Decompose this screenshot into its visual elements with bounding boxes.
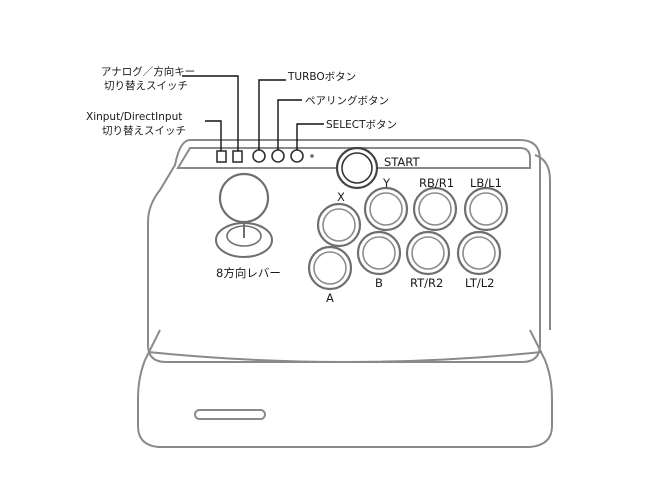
leader-analog-dpad [182,75,239,151]
label-x: X [337,190,345,204]
label-rt-r2: RT/R2 [410,276,443,290]
controller-body [137,139,553,448]
button-rt-r2[interactable] [405,230,451,276]
label-a: A [326,291,334,305]
callout-analog-dpad-line1: アナログ／方向キー [101,65,195,78]
button-x[interactable] [316,202,362,248]
label-b: B [375,276,383,290]
button-y[interactable] [363,186,409,232]
turbo-button[interactable] [252,149,266,163]
callout-pairing: ペアリングボタン [305,94,389,107]
function-strip-panel [176,147,531,169]
start-button[interactable] [335,146,379,190]
base-shelf-line [147,351,543,363]
button-lt-l2[interactable] [456,230,502,276]
button-b[interactable] [356,230,402,276]
label-lb-l1: LB/L1 [470,176,502,190]
callout-lines [182,75,324,151]
indicator-dot [310,154,314,158]
label-start: START [384,155,420,169]
xinput-dinput-switch[interactable] [216,150,227,163]
front-slot [194,409,266,420]
analog-dpad-switch[interactable] [232,150,243,163]
callout-select: SELECTボタン [326,119,397,131]
pairing-button[interactable] [271,149,285,163]
select-button[interactable] [290,149,304,163]
button-a[interactable] [307,245,353,291]
leader-pairing [277,99,302,150]
leader-xinput [205,120,222,151]
callout-xinput-line2: 切り替えスイッチ [102,124,186,137]
callout-xinput-line1: Xinput/DirectInput [86,111,182,123]
joystick[interactable] [215,172,273,258]
label-stick: 8方向レバー [216,266,281,280]
leader-turbo [258,79,286,150]
label-lt-l2: LT/L2 [465,276,494,290]
callout-analog-dpad-line2: 切り替えスイッチ [104,79,188,92]
button-rb-r1[interactable] [412,186,458,232]
callout-turbo: TURBOボタン [287,71,356,83]
function-strip [176,147,531,169]
joystick-ball-top[interactable] [218,172,270,224]
label-rb-r1: RB/R1 [419,176,454,190]
leader-select [296,123,324,150]
label-y: Y [382,176,391,190]
button-lb-l1[interactable] [463,186,509,232]
controller-base [137,329,553,448]
side-edge [534,154,551,330]
